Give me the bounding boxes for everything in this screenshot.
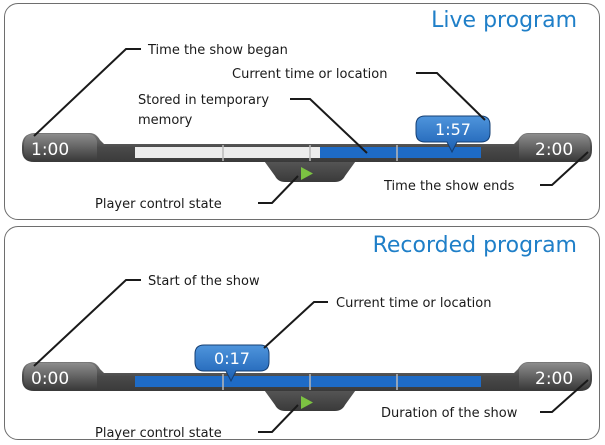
recorded-label-duration: Duration of the show [381,406,518,421]
live-callouts [33,48,589,204]
recorded-current-time-bubble[interactable]: 0:17 [194,344,270,383]
recorded-start-time: 0:00 [31,369,69,389]
callout-line [258,404,299,433]
recorded-label-current: Current time or location [336,296,491,311]
live-control-tab [262,158,358,182]
callout-line [258,175,299,204]
callout-line [290,98,368,154]
live-label-stored-line2: memory [138,113,193,128]
callout-line [416,72,486,121]
live-label-control: Player control state [95,197,222,212]
recorded-callouts [33,279,589,433]
recorded-label-start: Start of the show [148,274,260,289]
recorded-program-title: Recorded program [372,233,577,258]
callout-line [540,151,589,186]
live-program-title: Live program [431,8,577,33]
live-label-began: Time the show began [147,43,288,58]
live-label-current: Current time or location [232,67,387,82]
recorded-end-time: 2:00 [535,369,573,389]
live-start-cap [24,134,97,160]
live-current-time-bubble[interactable]: 1:57 [415,115,491,154]
live-start-time: 1:00 [31,140,69,160]
recorded-label-control: Player control state [95,426,222,441]
live-label-ends: Time the show ends [383,179,515,194]
live-current-time: 1:57 [435,120,471,139]
live-stored-segment [320,147,481,158]
recorded-current-time: 0:17 [214,349,250,368]
recorded-end-cap [519,363,590,389]
live-label-stored-line1: Stored in temporary [138,93,269,108]
live-program-panel: Live program [4,3,600,220]
live-end-cap [519,134,590,160]
recorded-timeline: 0:00 2:00 0:17 [22,344,592,411]
recorded-control-tab [262,387,358,411]
recorded-play-icon[interactable] [301,396,313,409]
live-buffer-segment [135,147,320,158]
recorded-start-cap [24,363,97,389]
live-end-time: 2:00 [535,140,573,160]
callout-line [263,301,328,349]
live-play-icon[interactable] [301,167,313,180]
live-timeline: 1:00 2:00 1:57 [22,115,592,182]
callout-line [540,379,589,413]
callout-line [33,279,141,367]
callout-line [33,48,141,137]
recorded-progress-segment [135,376,481,387]
